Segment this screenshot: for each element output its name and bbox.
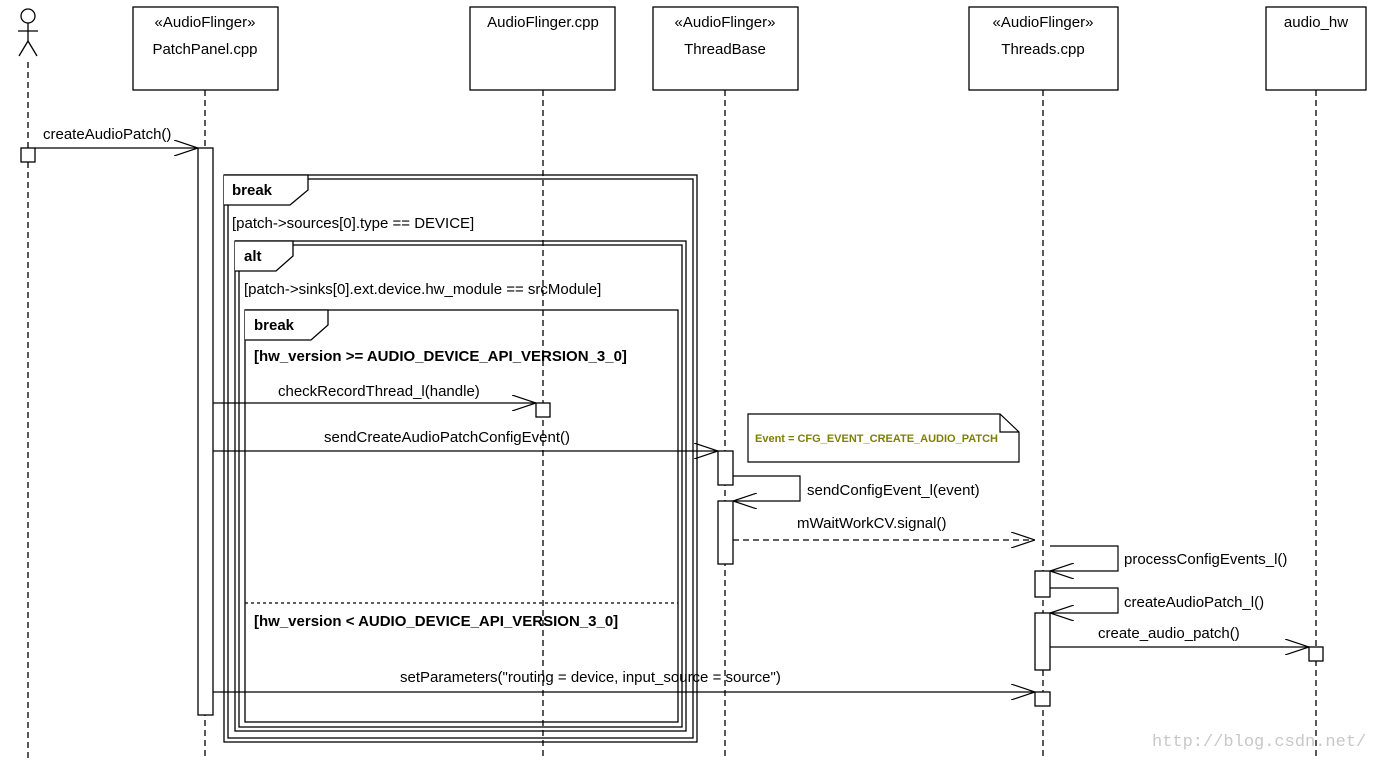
message-label: createAudioPatch() xyxy=(43,126,171,143)
message-label: sendConfigEvent_l(event) xyxy=(807,482,980,499)
activation-audio-hw xyxy=(1308,646,1324,662)
participant-name: ThreadBase xyxy=(684,41,766,58)
fragment-break-outer: break [patch->sources[0].type == DEVICE] xyxy=(223,174,698,743)
participant-threads-cpp: «AudioFlinger» Threads.cpp xyxy=(968,6,1119,91)
message-create-audio-patch-l: createAudioPatch_l() xyxy=(1050,587,1264,613)
participant-name: Threads.cpp xyxy=(1001,41,1084,58)
participant-patchpanel: «AudioFlinger» PatchPanel.cpp xyxy=(132,6,279,91)
message-create-audio-patch: createAudioPatch() xyxy=(35,126,198,148)
activations xyxy=(20,147,1324,716)
participant-audioflinger-cpp: AudioFlinger.cpp xyxy=(469,6,616,91)
participant-stereotype: «AudioFlinger» xyxy=(993,14,1094,31)
fragment-operator: alt xyxy=(244,248,262,265)
activation-actor xyxy=(20,147,36,163)
fragment-guard: [patch->sinks[0].ext.device.hw_module ==… xyxy=(244,281,601,298)
message-set-parameters: setParameters("routing = device, input_s… xyxy=(213,669,1035,692)
participant-stereotype: «AudioFlinger» xyxy=(155,14,256,31)
participant-name: PatchPanel.cpp xyxy=(152,41,257,58)
watermark: http://blog.csdn.net/ xyxy=(1152,733,1366,752)
message-wait-work-cv-signal: mWaitWorkCV.signal() xyxy=(733,515,1035,540)
actor-stick-figure xyxy=(18,8,38,57)
fragment-else-guard: [hw_version < AUDIO_DEVICE_API_VERSION_3… xyxy=(254,613,618,630)
activation-threads-2 xyxy=(1034,612,1051,671)
participant-stereotype: «AudioFlinger» xyxy=(675,14,776,31)
lifelines xyxy=(27,62,1317,758)
fragment-guard: [hw_version >= AUDIO_DEVICE_API_VERSION_… xyxy=(254,348,627,365)
fragment-operator: break xyxy=(254,317,295,334)
fragment-operator: break xyxy=(232,182,273,199)
message-send-create-audio-patch-config-event: sendCreateAudioPatchConfigEvent() xyxy=(213,429,718,451)
fragment-alt: alt [patch->sinks[0].ext.device.hw_modul… xyxy=(234,240,687,732)
participant-name: audio_hw xyxy=(1284,14,1348,31)
activation-audioflinger-cpp xyxy=(535,402,551,418)
message-label: checkRecordThread_l(handle) xyxy=(278,383,480,400)
activation-threadbase-1 xyxy=(717,450,734,486)
activation-threads-1 xyxy=(1034,570,1051,598)
message-create-audio-patch-hw: create_audio_patch() xyxy=(1050,625,1309,647)
message-label: createAudioPatch_l() xyxy=(1124,594,1264,611)
activation-threadbase-2 xyxy=(717,500,734,565)
message-label: create_audio_patch() xyxy=(1098,625,1240,642)
note-text: Event = CFG_EVENT_CREATE_AUDIO_PATCH xyxy=(755,433,998,445)
fragment-guard: [patch->sources[0].type == DEVICE] xyxy=(232,215,474,232)
message-label: processConfigEvents_l() xyxy=(1124,551,1287,568)
participant-name: AudioFlinger.cpp xyxy=(487,14,599,31)
message-process-config-events: processConfigEvents_l() xyxy=(1050,545,1287,571)
message-check-record-thread: checkRecordThread_l(handle) xyxy=(213,383,536,403)
message-label: mWaitWorkCV.signal() xyxy=(797,515,946,532)
activation-threads-3 xyxy=(1034,691,1051,707)
activation-patchpanel xyxy=(197,147,214,716)
message-label: sendCreateAudioPatchConfigEvent() xyxy=(324,429,570,446)
participant-audio-hw: audio_hw xyxy=(1265,6,1367,91)
message-label: setParameters("routing = device, input_s… xyxy=(400,669,781,686)
message-send-config-event: sendConfigEvent_l(event) xyxy=(733,475,980,501)
participant-threadbase: «AudioFlinger» ThreadBase xyxy=(652,6,799,91)
fragment-break-inner: break [hw_version >= AUDIO_DEVICE_API_VE… xyxy=(244,309,679,723)
note-event: Event = CFG_EVENT_CREATE_AUDIO_PATCH xyxy=(747,413,1020,463)
